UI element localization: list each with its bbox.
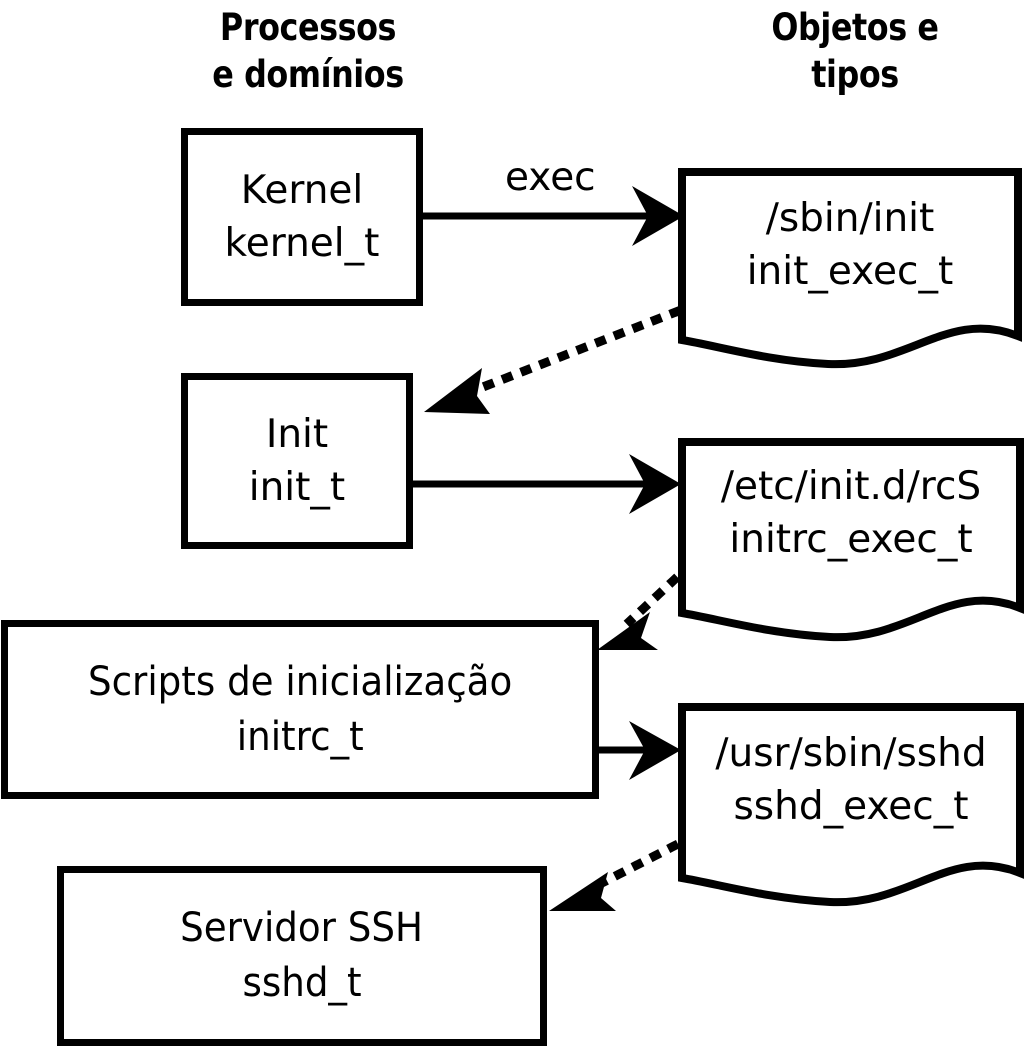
process-box-sshd-type: sshd_t: [242, 960, 362, 1006]
process-box-sshd-name: Servidor SSH: [180, 905, 424, 951]
process-box-sshd[interactable]: Servidor SSH sshd_t: [57, 866, 547, 1046]
process-box-init[interactable]: Init init_t: [181, 373, 413, 549]
object-doc-init-exec-type: init_exec_t: [746, 249, 954, 294]
column-header-processes: Processos e domínios: [212, 6, 404, 96]
document-shape-icon: [678, 438, 1024, 642]
edge-label-exec: exec: [505, 155, 596, 200]
process-box-kernel-type: kernel_t: [224, 221, 380, 266]
object-doc-initrc-exec-type: initrc_exec_t: [729, 517, 973, 562]
process-box-initrc[interactable]: Scripts de inicialização initrc_t: [1, 620, 599, 799]
process-box-init-type: init_t: [248, 465, 346, 510]
object-doc-sshd-exec[interactable]: /usr/sbin/sshd sshd_exec_t: [678, 703, 1024, 908]
process-box-initrc-type: initrc_t: [236, 713, 364, 760]
process-box-initrc-name: Scripts de inicialização: [87, 658, 513, 705]
object-doc-init-exec[interactable]: /sbin/init init_exec_t: [678, 168, 1022, 369]
edge-sshdexec-to-sshd: [549, 839, 681, 911]
edge-initrc-exec-sshd: [599, 721, 681, 780]
document-shape-icon: [678, 168, 1022, 369]
column-header-objects: Objetos e tipos: [771, 6, 939, 96]
object-doc-sshd-exec-path: /usr/sbin/sshd: [715, 731, 987, 776]
object-doc-initrc-exec-path: /etc/init.d/rcS: [720, 464, 982, 509]
object-doc-sshd-exec-type: sshd_exec_t: [733, 784, 969, 829]
process-box-init-name: Init: [265, 412, 329, 457]
object-doc-initrc-exec[interactable]: /etc/init.d/rcS initrc_exec_t: [678, 438, 1024, 643]
document-shape-icon: [678, 703, 1024, 907]
object-doc-init-exec-path: /sbin/init: [765, 196, 935, 241]
process-box-kernel[interactable]: Kernel kernel_t: [181, 128, 423, 306]
edge-initexec-to-init: [424, 306, 682, 414]
edge-initrcexec-to-initrc: [597, 573, 681, 650]
edge-init-exec-initrc: [413, 454, 681, 514]
process-box-kernel-name: Kernel: [240, 168, 364, 213]
